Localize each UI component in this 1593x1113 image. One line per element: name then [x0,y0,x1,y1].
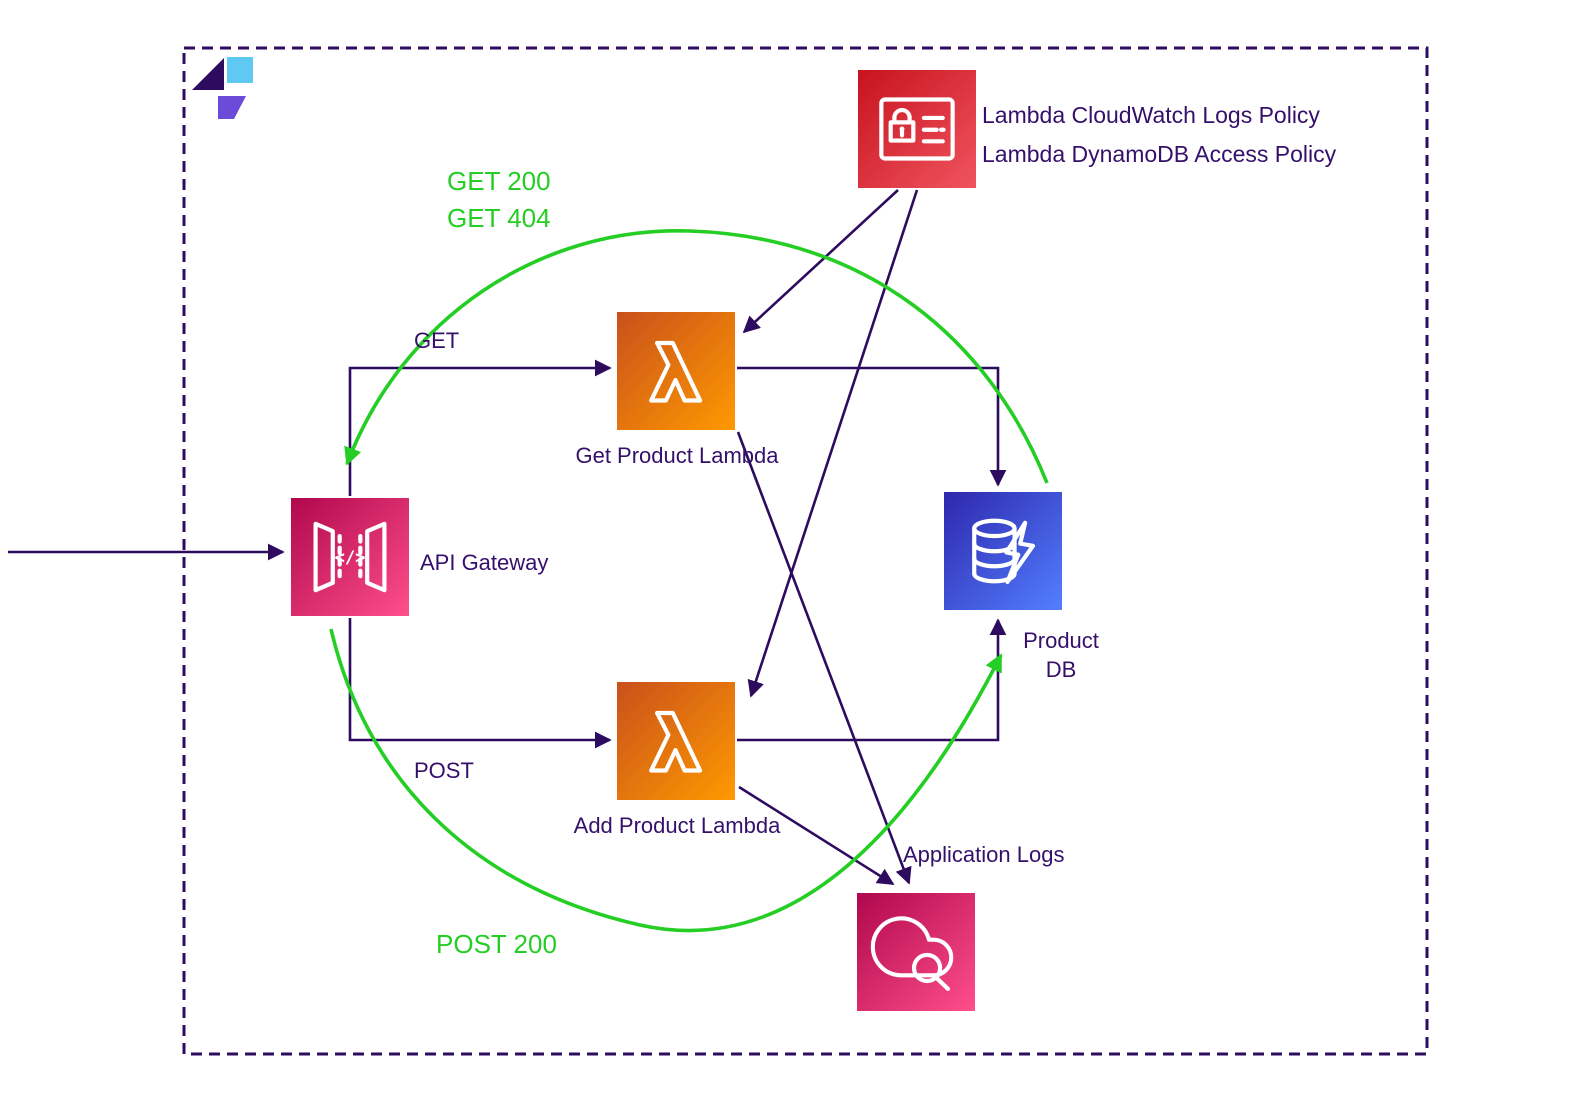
add-lambda-label: Add Product Lambda [573,813,781,838]
arrow-add-lambda-to-product-db [737,618,1007,742]
edge-label-get: GET [414,328,460,353]
get-lambda-icon [617,312,735,430]
app-logs-label: Application Logs [903,842,1065,867]
logo-square [227,57,253,83]
diagram-dashed-border [182,46,1429,1056]
logo-parallelogram [218,96,246,119]
product-db-label-line2: DB [1045,657,1077,682]
arrow-api-gateway-to-add-lambda [348,618,612,749]
product-db-label-line1: Product [1023,628,1099,653]
arrow-get-lambda-to-product-db [737,366,1007,487]
code-glyph: </> [334,548,365,568]
arrow-post-response-to-product-db [329,628,1003,933]
get-lambda-label: Get Product Lambda [575,443,779,468]
api-gateway-label: API Gateway [420,550,549,575]
edge-label-post: POST [414,758,474,783]
add-lambda-icon [617,682,735,800]
iam-policy-label-cloudwatch: Lambda CloudWatch Logs Policy [982,102,1320,128]
arrow-add-lambda-to-app-logs [738,785,895,886]
cloudwatch-logs-icon [857,893,975,1011]
edge-label-post-200: POST 200 [436,929,557,959]
iam-policy-icon [858,70,976,188]
logo [190,56,254,124]
arrow-get-response-to-api-gateway [344,229,1049,484]
dynamodb-icon [944,492,1062,610]
edge-label-get-404: GET 404 [447,203,551,233]
edge-label-get-200: GET 200 [447,166,551,196]
iam-policy-label-dynamodb: Lambda DynamoDB Access Policy [982,141,1337,167]
product-db-label: Product DB [1002,626,1120,684]
arrow-api-gateway-to-get-lambda [348,359,612,496]
arrow-get-lambda-to-app-logs [736,431,912,885]
logo-triangle [192,58,224,90]
arrow-iam-policy-to-get-lambda [742,189,899,334]
arrow-iam-policy-to-add-lambda [747,189,919,698]
api-gateway-icon: </> [291,498,409,616]
